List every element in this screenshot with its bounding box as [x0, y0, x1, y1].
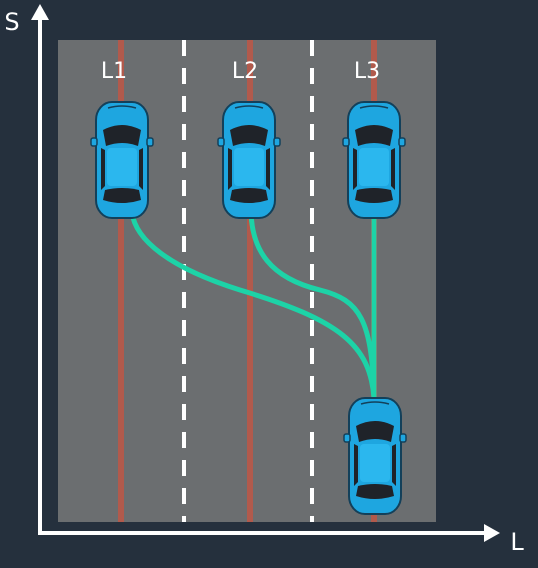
lane-label-l2: L2 — [232, 59, 258, 84]
l-axis-arrow-icon — [484, 524, 500, 542]
s-axis-arrow-icon — [31, 4, 49, 20]
car-icon — [90, 101, 154, 219]
car-icon — [217, 101, 281, 219]
s-axis-label: S — [4, 8, 19, 36]
lane-center-l1 — [118, 40, 124, 522]
trajectory-to-l2 — [248, 209, 377, 401]
lane-label-l1: L1 — [101, 59, 127, 84]
car-icon — [342, 101, 406, 219]
car-icon — [343, 397, 407, 515]
lane-center-l2 — [247, 40, 253, 522]
trajectory-to-l1 — [129, 209, 377, 401]
lane-label-l3: L3 — [354, 59, 380, 84]
l-axis-label: L — [510, 528, 524, 556]
